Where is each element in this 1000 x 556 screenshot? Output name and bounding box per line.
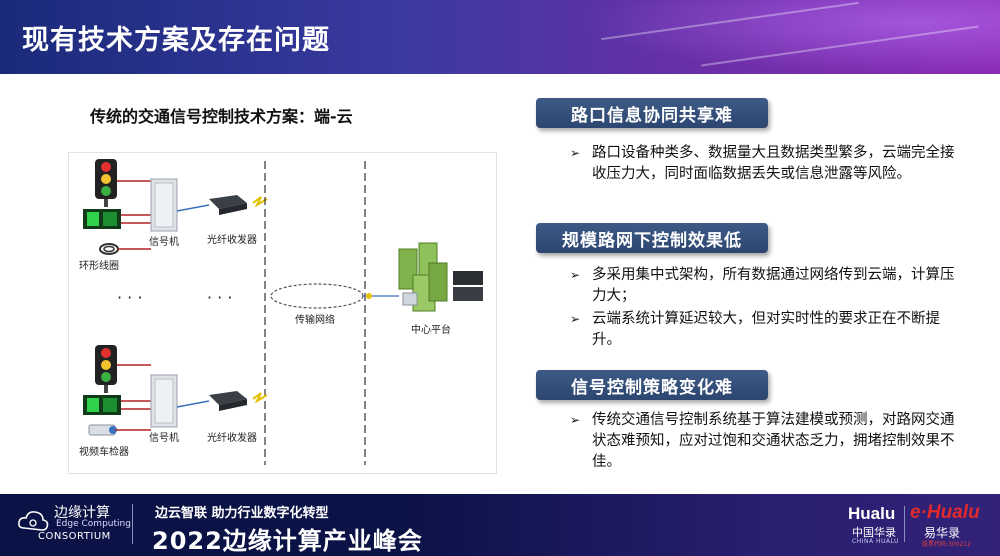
- network-cloud-icon: [270, 283, 364, 309]
- ehualu-logo-text: e·Hualu: [910, 502, 980, 523]
- footer-divider: [132, 504, 133, 544]
- video-detector-icon: [88, 424, 117, 436]
- loop-coil-icon: [99, 243, 119, 255]
- traffic-light-icon: [95, 345, 117, 393]
- bullet-marker-icon: ➢: [570, 413, 581, 427]
- label-signal-bottom: 信号机: [149, 431, 179, 444]
- logo-en-text: CONSORTIUM: [38, 531, 111, 542]
- bullet-item: ➢ 云端系统计算延迟较大，但对实时性的要求正在不断提升。: [570, 311, 940, 348]
- hualu-logo-text: Hualu: [848, 504, 896, 523]
- server-cluster-icon: [398, 242, 448, 312]
- bullet-item: ➢ 传统交通信号控制系统基于算法建模或预测，对路网交通状态难预知，应对过饱和交通…: [570, 412, 955, 470]
- stock-code-text: 股票代码:300212: [922, 541, 971, 548]
- bullet-marker-icon: ➢: [570, 146, 581, 160]
- wireless-bolt-icon: [252, 392, 268, 404]
- footer-slogan: 边云智联 助力行业数字化转型: [155, 506, 329, 521]
- traffic-light-icon: [95, 159, 117, 207]
- connection-lines: [115, 364, 151, 431]
- label-loop-coil: 环形线圈: [79, 259, 119, 272]
- ellipsis-left: · · ·: [117, 288, 142, 307]
- logo-cn-text: 边缘计算: [54, 505, 110, 521]
- label-network: 传输网络: [295, 313, 335, 326]
- bullet-marker-icon: ➢: [570, 268, 581, 282]
- footer-band: [400, 494, 1000, 556]
- page-title: 现有技术方案及存在问题: [22, 25, 330, 56]
- ehualu-cn-text: 易华录: [924, 526, 961, 540]
- label-signal-top: 信号机: [149, 235, 179, 248]
- bullet-marker-icon: ➢: [570, 312, 581, 326]
- cloud-logo-icon: [18, 511, 49, 531]
- ellipsis-mid: · · ·: [207, 288, 232, 307]
- countdown-display-icon: [83, 209, 121, 229]
- logo-en-text: Edge Computing: [56, 519, 131, 529]
- label-video-detector: 视频车检器: [79, 445, 129, 458]
- slide-header: 现有技术方案及存在问题: [0, 0, 1000, 74]
- section-header-info-sharing: 路口信息协同共享难: [536, 98, 768, 128]
- bullet-item: ➢ 路口设备种类多、数据量大且数据类型繁多，云端完全接收压力大，同时面临数据丢失…: [570, 145, 955, 182]
- signal-cabinet-icon: [150, 178, 178, 232]
- connection-lines: [117, 180, 151, 250]
- signal-cabinet-icon: [150, 374, 178, 428]
- section-header-control-effect: 规模路网下控制效果低: [536, 223, 768, 253]
- architecture-diagram: 环形线圈 信号机 光纤收发器 · · · · · ·: [68, 152, 497, 474]
- storage-device-icon: [453, 271, 483, 301]
- diagram-title: 传统的交通信号控制技术方案：端-云: [90, 107, 353, 126]
- slide-footer: 边缘计算 Edge Computing CONSORTIUM 边云智联 助力行业…: [0, 494, 1000, 556]
- hualu-cn-text: 中国华录: [852, 526, 896, 539]
- fiber-transceiver-icon: [209, 195, 247, 215]
- label-fiber-top: 光纤收发器: [207, 233, 257, 246]
- header-glow: [580, 0, 1000, 74]
- label-fiber-bottom: 光纤收发器: [207, 431, 257, 444]
- section-header-strategy-change: 信号控制策略变化难: [536, 370, 768, 400]
- fiber-transceiver-icon: [209, 391, 247, 411]
- label-center-platform: 中心平台: [411, 323, 451, 336]
- diagram-svg: 环形线圈 信号机 光纤收发器 · · · · · ·: [79, 159, 483, 465]
- countdown-display-icon: [83, 395, 121, 415]
- hualu-en-text: CHINA HUALU: [852, 538, 899, 545]
- summit-title: 2022边缘计算产业峰会: [152, 527, 423, 555]
- wireless-bolt-icon: [252, 196, 268, 208]
- footer-logo-separator: [904, 506, 905, 542]
- bullet-item: ➢ 多采用集中式架构，所有数据通过网络传到云端，计算压力大；: [570, 267, 955, 304]
